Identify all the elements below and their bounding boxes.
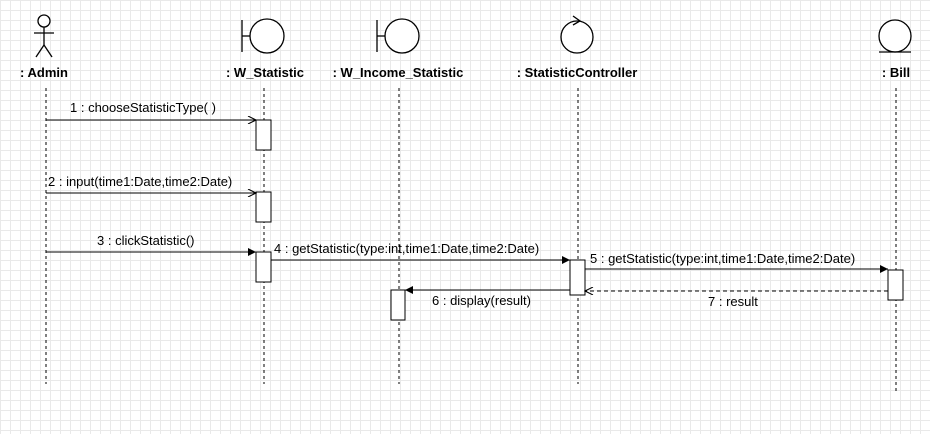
- message-label: 5 : getStatistic(type:int,time1:Date,tim…: [590, 251, 855, 266]
- message-4: 4 : getStatistic(type:int,time1:Date,tim…: [271, 241, 570, 264]
- message-1: 1 : chooseStatisticType( ): [46, 100, 256, 120]
- message-3: 3 : clickStatistic(): [46, 233, 256, 256]
- message-label: 6 : display(result): [432, 293, 531, 308]
- participant-bill: : Bill: [878, 19, 912, 392]
- participant-label-bill: : Bill: [882, 65, 910, 80]
- boundary-icon: [376, 18, 420, 54]
- activation-bar: [887, 269, 904, 301]
- participant-label-admin: : Admin: [20, 65, 68, 80]
- message-7: 7 : result: [585, 291, 888, 309]
- message-5: 5 : getStatistic(type:int,time1:Date,tim…: [585, 251, 888, 273]
- activation-bar: [390, 289, 406, 321]
- participant-statistic-controller: : StatisticController: [517, 15, 638, 384]
- actor-icon: [34, 14, 54, 58]
- activation-bar: [569, 259, 586, 296]
- entity-icon: [878, 19, 912, 53]
- participant-label-w-income-statistic: : W_Income_Statistic: [333, 65, 464, 80]
- message-2: 2 : input(time1:Date,time2:Date): [46, 174, 256, 193]
- message-6: 6 : display(result): [405, 286, 570, 308]
- participant-label-statistic-controller: : StatisticController: [517, 65, 638, 80]
- activation-bar: [255, 119, 272, 151]
- message-label: 7 : result: [708, 294, 758, 309]
- participant-w-statistic: : W_Statistic: [226, 18, 304, 384]
- control-icon: [560, 15, 594, 54]
- activation-bar: [255, 191, 272, 223]
- participant-admin: : Admin: [20, 14, 68, 384]
- activation-bar: [255, 251, 272, 283]
- message-label: 1 : chooseStatisticType( ): [70, 100, 216, 115]
- message-label: 2 : input(time1:Date,time2:Date): [48, 174, 232, 189]
- boundary-icon: [241, 18, 285, 54]
- message-label: 3 : clickStatistic(): [97, 233, 195, 248]
- participant-w-income-statistic: : W_Income_Statistic: [333, 18, 464, 384]
- message-label: 4 : getStatistic(type:int,time1:Date,tim…: [274, 241, 539, 256]
- participant-label-w-statistic: : W_Statistic: [226, 65, 304, 80]
